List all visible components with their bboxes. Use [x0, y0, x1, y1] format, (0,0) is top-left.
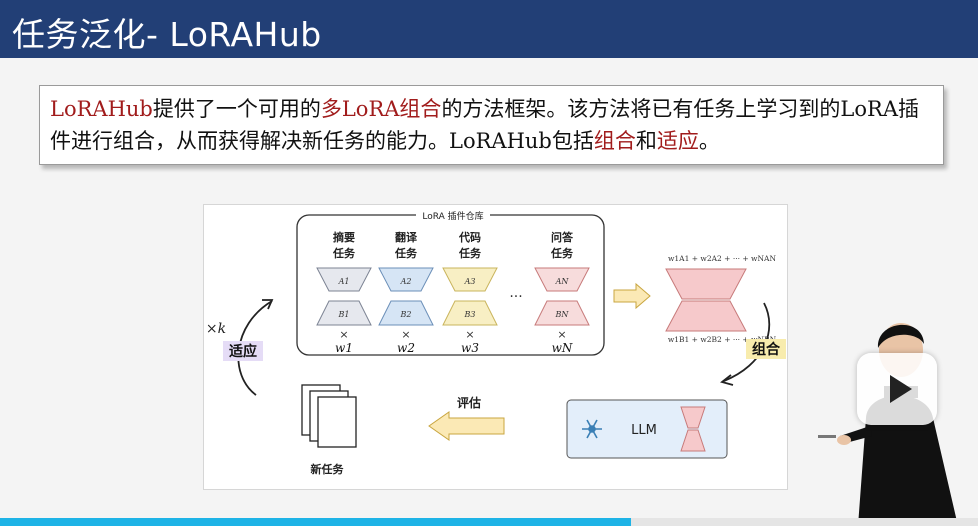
new-task-label: 新任务 [311, 462, 345, 476]
task-name-line1: 问答 [551, 230, 574, 244]
summary-text-part: 。 [698, 129, 720, 153]
combo-a-formula: w1A1 + w2A2 + ··· + wNAN [668, 254, 776, 263]
lora-b-block [316, 300, 372, 326]
video-progress-bar[interactable] [0, 518, 978, 526]
summary-text-part: 多LoRA组合 [320, 97, 442, 121]
combined-a-block [665, 268, 747, 300]
llm-label: LLM [631, 423, 657, 438]
lora-b-block [442, 300, 498, 326]
task-name-line1: 摘要 [333, 230, 355, 244]
play-button[interactable] [857, 353, 937, 425]
combine-label: 组合 [752, 341, 781, 358]
weight-label: w2 [397, 341, 415, 355]
lora-a-label: A2 [400, 277, 412, 286]
lora-a-label: A1 [338, 277, 350, 286]
task-name-line2: 任务 [458, 246, 482, 260]
summary-text-part: 的方法框架。该方法将已有任务上学习到的LoRA插件进行组合，从而获得解决新任务的… [50, 97, 920, 153]
slide-title: 任务泛化- LoRAHub [12, 15, 322, 54]
lora-a-label: A3 [464, 277, 476, 286]
adapt-label-bg [223, 341, 263, 361]
task-plugins: 摘要任务A1B1×w1翻译任务A2B2×w2代码任务A3B3×w3问答任务ANB… [316, 230, 590, 355]
llm-lora-a-block [680, 406, 706, 429]
task-name-line2: 任务 [550, 246, 574, 260]
lora-b-label: B1 [338, 310, 350, 319]
summary-box: LoRAHub提供了一个可用的多LoRA组合的方法框架。该方法将已有任务上学习到… [39, 85, 944, 165]
lora-b-label: B2 [400, 310, 412, 319]
combo-b-formula: w1B1 + w2B2 + ··· + wNBN [668, 335, 777, 344]
times-symbol: × [557, 328, 566, 341]
lora-a-block [378, 267, 434, 292]
lorahub-diagram: LoRA 插件仓库 摘要任务A1B1×w1翻译任务A2B2×w2代码任务A3B3… [206, 209, 786, 476]
lora-a-block [316, 267, 372, 292]
times-k-label: ×k [206, 321, 226, 337]
summary-text-part: 组合 [593, 129, 636, 153]
task-name-line2: 任务 [394, 246, 418, 260]
llm-lora-b-block [680, 429, 706, 452]
lora-a-block [442, 267, 498, 292]
weight-label: w1 [335, 341, 353, 355]
task-name-line1: 代码 [458, 230, 481, 244]
combine-label-bg [746, 339, 786, 359]
presenter-hand [837, 435, 851, 445]
slide-title-bar: 任务泛化- LoRAHub [0, 0, 978, 58]
adapt-arrowhead-icon [262, 299, 274, 310]
lora-b-block [534, 300, 590, 326]
times-symbol: × [401, 328, 410, 341]
presenter-hair [877, 324, 924, 348]
summary-text-part: 适应 [656, 129, 699, 153]
times-symbol: × [465, 328, 474, 341]
lora-a-block [534, 267, 590, 292]
summary-text-part: LoRAHub [50, 97, 153, 121]
combine-arrow-icon [613, 282, 651, 310]
adapt-label: 适应 [229, 343, 257, 360]
presenter-body [858, 395, 958, 526]
evaluate-label: 评估 [457, 395, 481, 410]
summary-text-part: 提供了一个可用的 [152, 97, 321, 121]
combine-arrowhead-icon [720, 374, 734, 386]
video-progress-fill [0, 518, 631, 526]
repository-label: LoRA 插件仓库 [422, 210, 483, 222]
combined-b-block [665, 300, 747, 332]
weight-label: wN [552, 341, 573, 355]
weight-label: w3 [461, 341, 479, 355]
play-icon [890, 375, 912, 403]
evaluate-arrow-icon [428, 411, 505, 441]
lora-b-block [378, 300, 434, 326]
lora-b-label: B3 [464, 310, 476, 319]
times-symbol: × [339, 328, 348, 341]
snowflake-icon [582, 419, 602, 439]
laser-pointer [818, 435, 836, 438]
new-task-documents-icon [301, 384, 357, 448]
lora-b-label: BN [555, 310, 570, 319]
summary-text-part: 和 [635, 129, 657, 153]
task-name-line2: 任务 [332, 246, 356, 260]
ellipsis-text: ··· [509, 289, 522, 305]
task-name-line1: 翻译 [395, 230, 418, 244]
lora-a-label: AN [555, 277, 570, 286]
repository-label-bg [416, 209, 490, 221]
